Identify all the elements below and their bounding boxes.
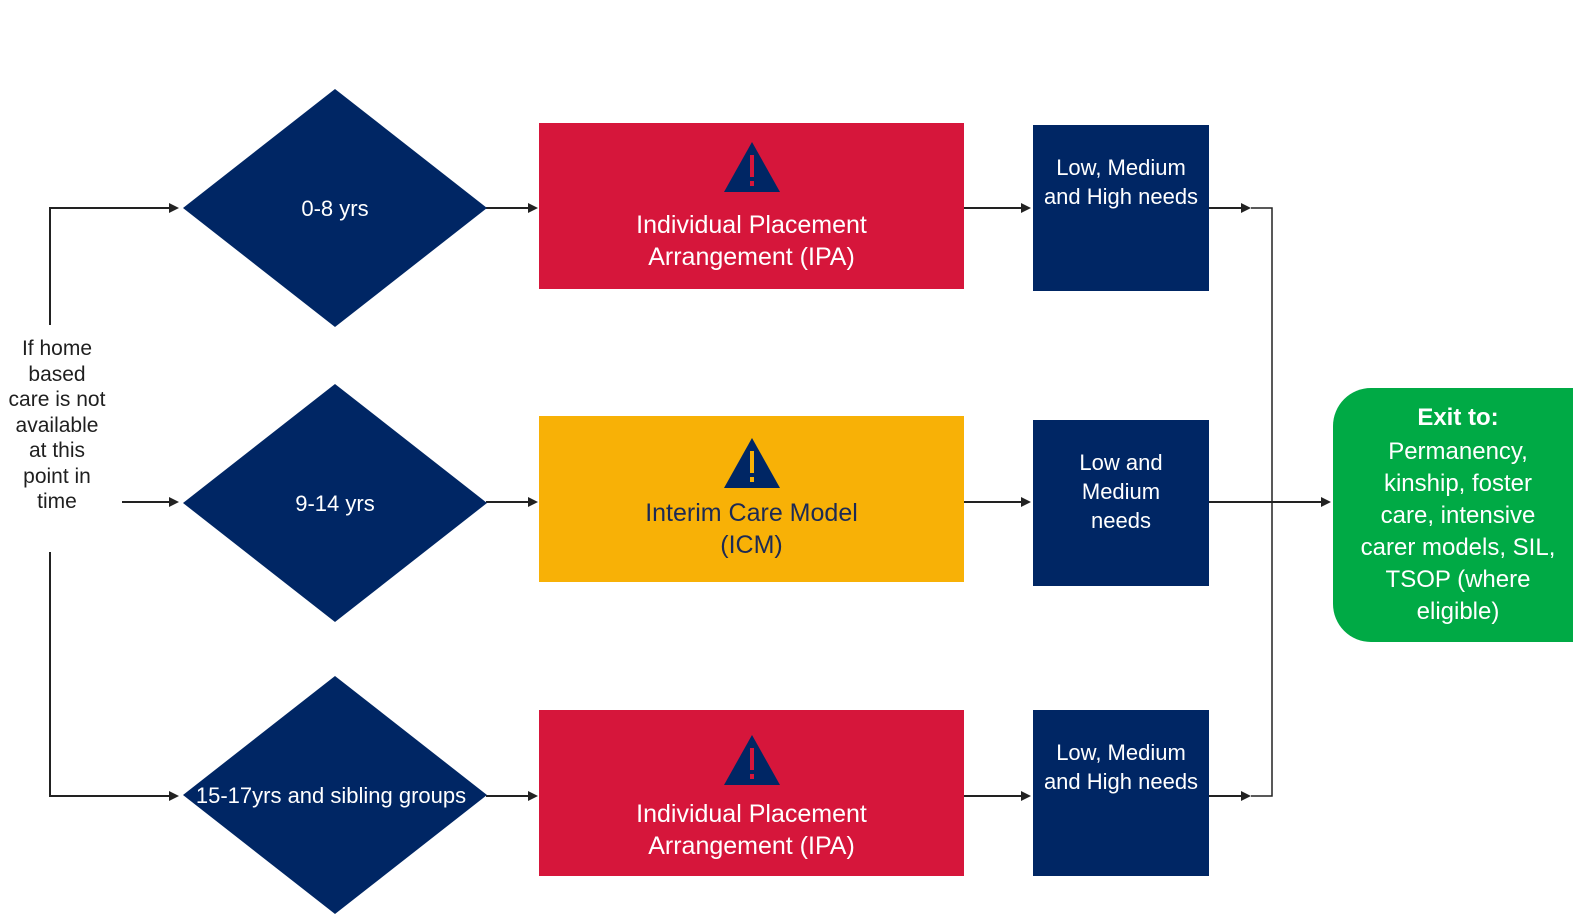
model-label: Individual Placement Arrangement (IPA) [636,211,867,271]
needs-box-bottom: Low, Medium and High needs [1033,710,1209,876]
needs-label: Low and Medium needs [1079,450,1163,533]
model-label: Interim Care Model (ICM) [645,499,858,559]
warning-icon [723,142,780,192]
exit-body-wrap: Permanency, kinship, foster care, intens… [1355,436,1561,628]
age-group-15-17-decision: 15-17yrs and sibling groups [183,676,487,914]
needs-box-middle: Low and Medium needs [1033,420,1209,586]
age-group-label: 0-8 yrs [301,195,369,221]
diamond-shape [183,384,487,622]
warning-icon [723,735,780,785]
exit-content: Exit to: [1355,402,1561,434]
warning-icon [723,438,780,488]
age-group-9-14-decision: 9-14 yrs [183,384,487,622]
needs-box-top: Low, Medium and High needs [1033,125,1209,291]
needs-label: Low, Medium and High needs [1043,155,1199,209]
model-box-ipa-top: Individual Placement Arrangement (IPA) [539,123,964,289]
exit-box [1333,388,1573,642]
diamond-shape [183,89,487,327]
diamond-shape [183,676,487,914]
age-group-0-8-decision: 0-8 yrs [183,89,487,327]
exit-title: Exit to: [1417,404,1499,431]
exit-destinations: Permanency, kinship, foster care, intens… [1360,438,1556,625]
start-condition-label: If home based care is not available at t… [8,337,106,513]
age-group-label: 15-17yrs and sibling groups [195,782,467,808]
model-label: Individual Placement Arrangement (IPA) [636,800,867,860]
needs-label: Low, Medium and High needs [1043,740,1199,794]
model-box-icm: Interim Care Model (ICM) [539,416,964,582]
age-group-label: 9-14 yrs [295,490,375,516]
trunk-line-top [49,203,179,325]
trunk-line-bottom [49,552,179,801]
model-box-ipa-bottom: Individual Placement Arrangement (IPA) [539,710,964,876]
